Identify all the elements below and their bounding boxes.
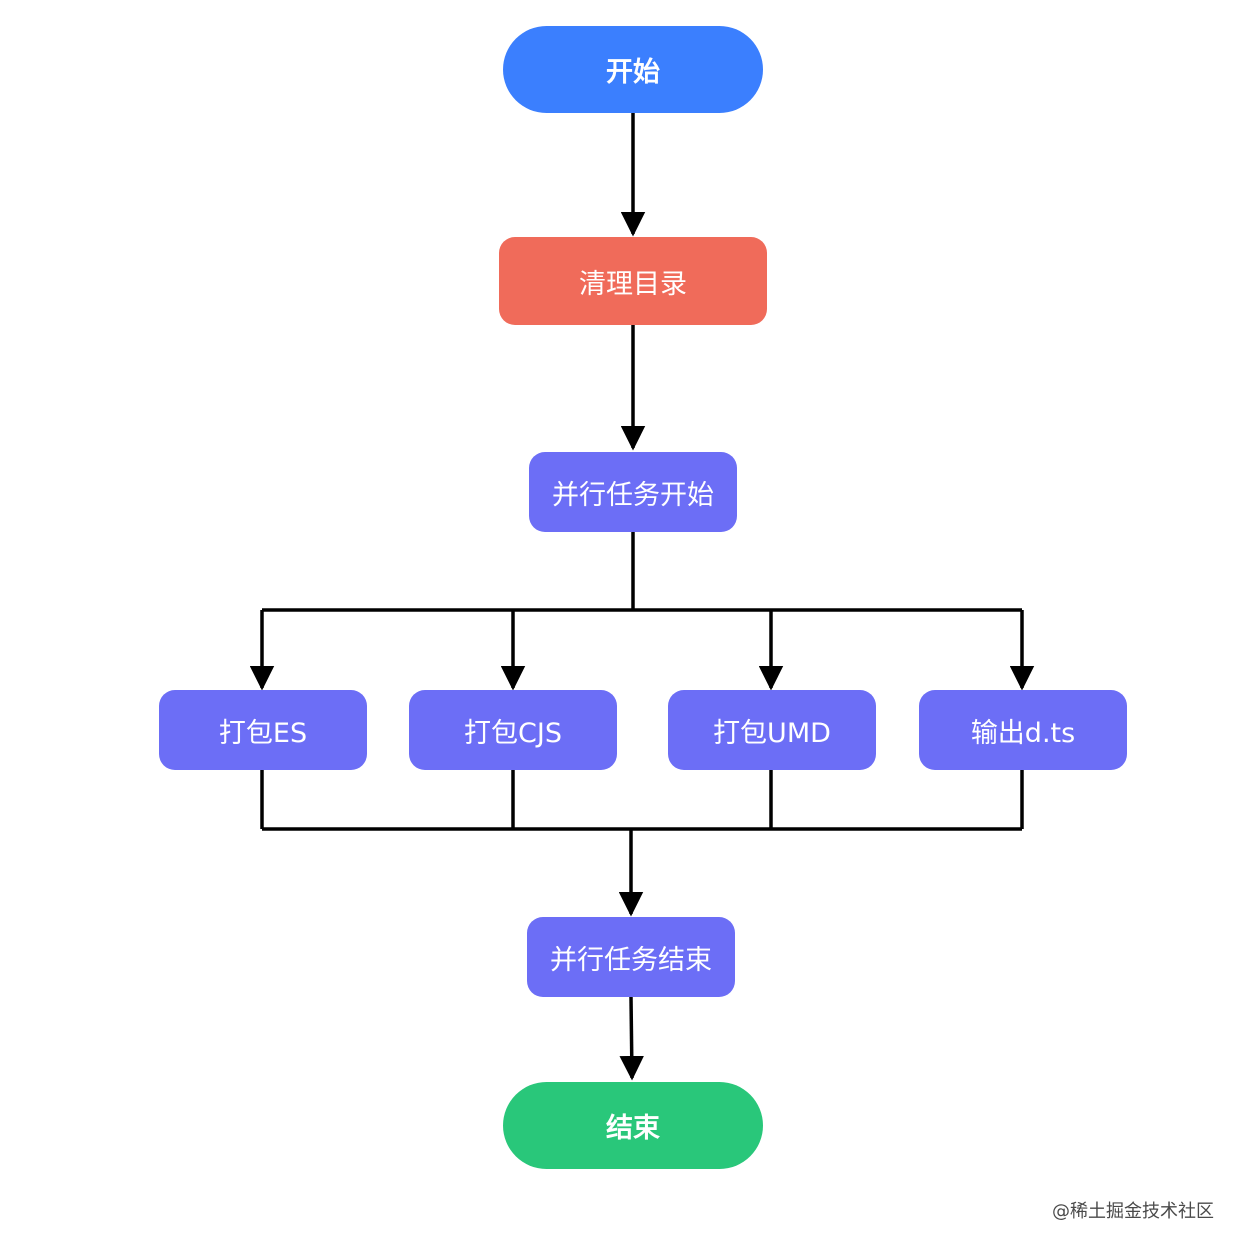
watermark: @稀土掘金技术社区 — [1052, 1201, 1214, 1222]
build-cjs-node: 打包CJS — [409, 690, 617, 770]
start-node: 开始 — [503, 26, 763, 113]
parallel-end-node: 并行任务结束 — [527, 917, 735, 997]
emit-dts-node: 输出d.ts — [919, 690, 1127, 770]
end-node: 结束 — [503, 1082, 763, 1169]
clean-directory-node: 清理目录 — [499, 237, 767, 325]
build-umd-node: 打包UMD — [668, 690, 876, 770]
build-es-node: 打包ES — [159, 690, 367, 770]
arrow-parallel-end-to-end — [619, 996, 644, 1081]
parallel-start-node: 并行任务开始 — [529, 452, 737, 532]
